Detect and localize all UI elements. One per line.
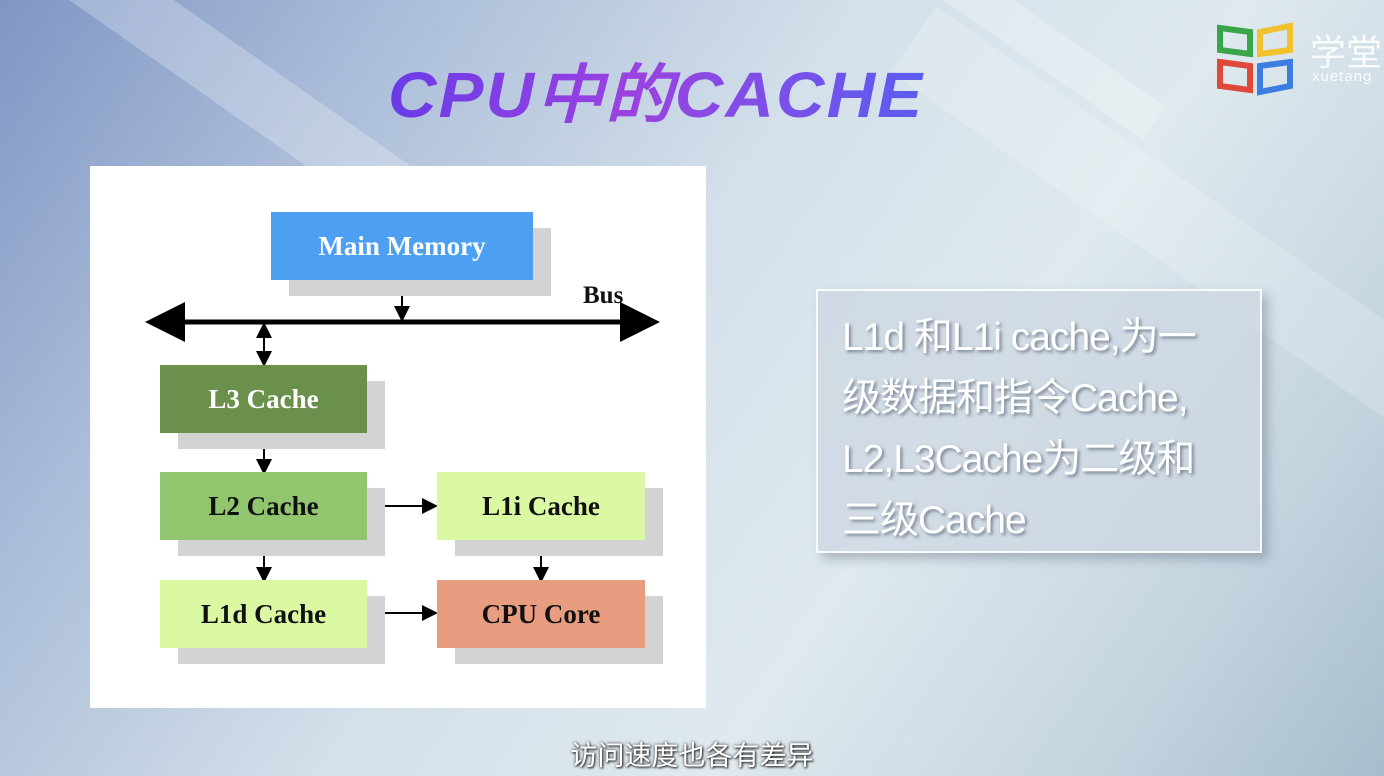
bus-label: Bus xyxy=(583,282,624,309)
logo-name: 学堂 xyxy=(1310,32,1383,73)
cache-diagram: Bus Main Memory L3 Cache L2 Cache L1i Ca… xyxy=(90,166,706,708)
l1d-cache-box: L1d Cache xyxy=(160,580,367,648)
l2-cache-box: L2 Cache xyxy=(160,472,367,540)
logo-sub: xuetang xyxy=(1312,68,1373,85)
explanation-note: L1d 和L1i cache,为一 级数据和指令Cache, L2,L3Cach… xyxy=(816,289,1262,553)
xuetang-logo-icon xyxy=(1217,22,1293,96)
main-memory-box: Main Memory xyxy=(271,212,533,280)
slide-title: CPU中的CACHE xyxy=(388,44,924,136)
video-subtitle: 访问速度也各有差异 xyxy=(570,741,814,771)
note-line: 三级Cache xyxy=(842,499,1027,542)
l3-cache-box: L3 Cache xyxy=(160,365,367,433)
cpu-core-box: CPU Core xyxy=(437,580,645,648)
note-line: L2,L3Cache为二级和 xyxy=(842,438,1195,481)
l1i-cache-box: L1i Cache xyxy=(437,472,645,540)
note-line: L1d 和L1i cache,为一 xyxy=(842,316,1197,359)
diagram-arrows xyxy=(145,276,660,621)
note-line: 级数据和指令Cache, xyxy=(842,377,1189,420)
